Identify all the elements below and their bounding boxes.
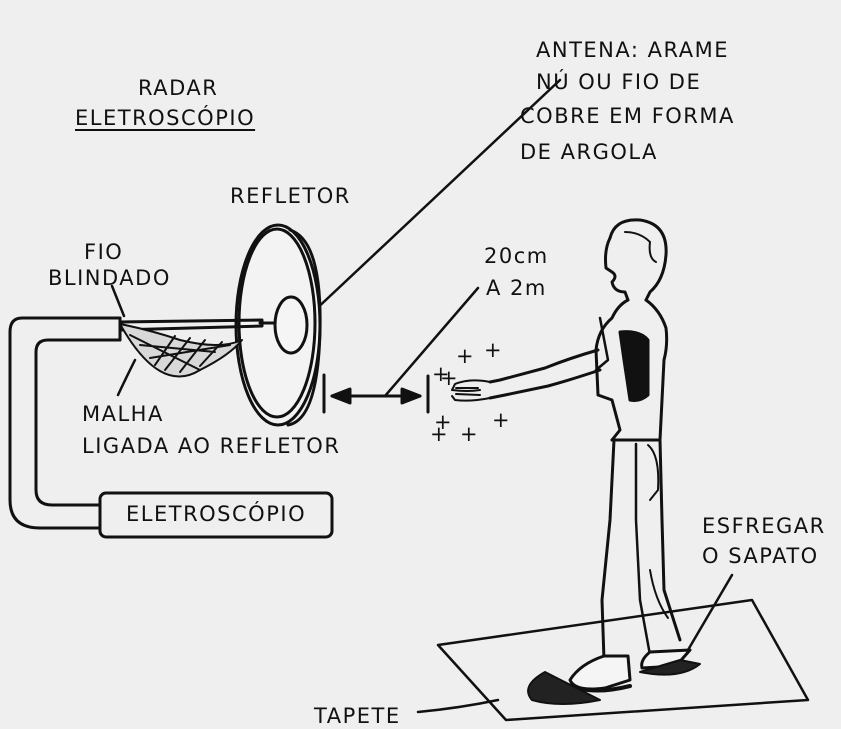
mesh-label-line1: MALHA: [82, 402, 164, 426]
antenna-pointer-line: [310, 78, 562, 315]
charge-plus: +: [460, 422, 480, 446]
wire-pointer: [110, 284, 126, 318]
person-figure: [451, 218, 692, 693]
antenna-label-line4: DE ARGOLA: [520, 140, 658, 164]
antenna-label-line2: NÚ OU FIO DE: [536, 70, 702, 94]
antenna-label-line3: COBRE EM FORMA: [520, 104, 735, 128]
reflector-dish: [234, 223, 322, 427]
shielded-cable: [8, 316, 264, 530]
distance-label-line1: 20cm: [484, 244, 549, 268]
mat-pointer: [416, 698, 500, 714]
ring-antenna: [273, 295, 309, 355]
charge-plus: +: [484, 338, 504, 362]
mat: [436, 598, 810, 722]
title-electroscope: ELETROSCÓPIO: [75, 106, 256, 130]
rub-shoe-label-line2: O SAPATO: [702, 544, 819, 568]
distance-arrow: [322, 286, 480, 414]
mat-label: TAPETE: [314, 704, 401, 728]
distance-label-line2: A 2m: [486, 276, 547, 300]
charge-plus: +: [440, 366, 460, 390]
mesh-label-line2: LIGADA AO REFLETOR: [82, 434, 341, 458]
charge-plus: +: [434, 410, 454, 434]
reflector-label: REFLETOR: [230, 184, 351, 208]
rub-shoe-pointer: [686, 573, 734, 652]
title-radar: RADAR: [138, 76, 219, 100]
antenna-label-line1: ANTENA: ARAME: [536, 38, 729, 62]
rub-shoe-label-line1: ESFREGAR: [702, 514, 826, 538]
electroscope-box: [98, 491, 334, 539]
charge-plus: +: [492, 408, 512, 432]
mesh-bundle: [116, 323, 243, 397]
charge-plus: +: [432, 362, 452, 386]
charge-plus: +: [456, 344, 476, 368]
shielded-wire-label-line2: BLINDADO: [48, 266, 171, 290]
shielded-wire-label-line1: FIO: [84, 240, 124, 264]
electroscope-box-label: ELETROSCÓPIO: [126, 502, 307, 526]
charge-plus: +: [430, 422, 450, 446]
